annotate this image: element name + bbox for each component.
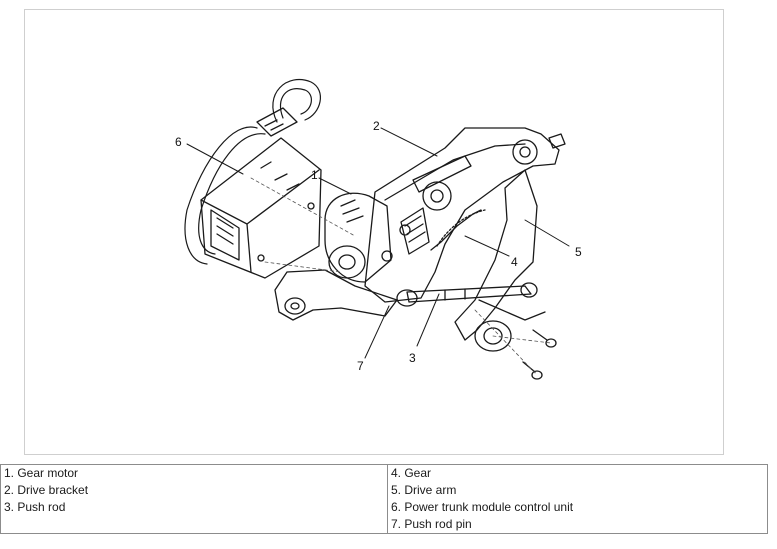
callout-1: 1	[311, 168, 318, 182]
gear-motor-drawing	[324, 192, 392, 283]
control-unit-drawing	[200, 137, 322, 279]
legend-cell-drive-arm: 5. Drive arm	[387, 482, 768, 499]
callout-5: 5	[575, 245, 582, 259]
leader-lines	[186, 127, 570, 359]
lower-bracket-drawing	[274, 269, 398, 321]
parts-legend-table: 1. Gear motor 4. Gear 2. Drive bracket 5…	[0, 464, 768, 534]
power-trunk-exploded-view: 1 2 3 4 5 6 7	[175, 79, 582, 380]
gear-drawing	[400, 207, 486, 255]
callout-2: 2	[373, 119, 380, 133]
wiring-harness	[184, 79, 321, 265]
legend-cell-control-unit: 6. Power trunk module control unit	[387, 499, 768, 516]
drive-bracket-drawing	[364, 127, 560, 303]
push-rod-drawing	[396, 282, 538, 307]
legend-row: 1. Gear motor 4. Gear	[0, 464, 768, 482]
diagram-frame: 1 2 3 4 5 6 7	[24, 9, 724, 455]
callout-4: 4	[511, 255, 518, 269]
drive-arm-drawing	[454, 169, 546, 352]
legend-cell-push-rod-pin: 7. Push rod pin	[387, 516, 768, 534]
legend-row: 7. Push rod pin	[0, 516, 768, 534]
legend-row: 3. Push rod 6. Power trunk module contro…	[0, 499, 768, 516]
legend-cell-gear: 4. Gear	[387, 464, 768, 482]
callout-7: 7	[357, 359, 364, 373]
legend-cell-empty	[0, 516, 388, 534]
legend-cell-drive-bracket: 2. Drive bracket	[0, 482, 388, 499]
callout-6: 6	[175, 135, 182, 149]
callout-3: 3	[409, 351, 416, 365]
harness-connector	[256, 107, 298, 137]
legend-row: 2. Drive bracket 5. Drive arm	[0, 482, 768, 499]
legend-cell-push-rod: 3. Push rod	[0, 499, 388, 516]
legend-cell-gear-motor: 1. Gear motor	[0, 464, 388, 482]
alignment-lines	[250, 177, 552, 376]
